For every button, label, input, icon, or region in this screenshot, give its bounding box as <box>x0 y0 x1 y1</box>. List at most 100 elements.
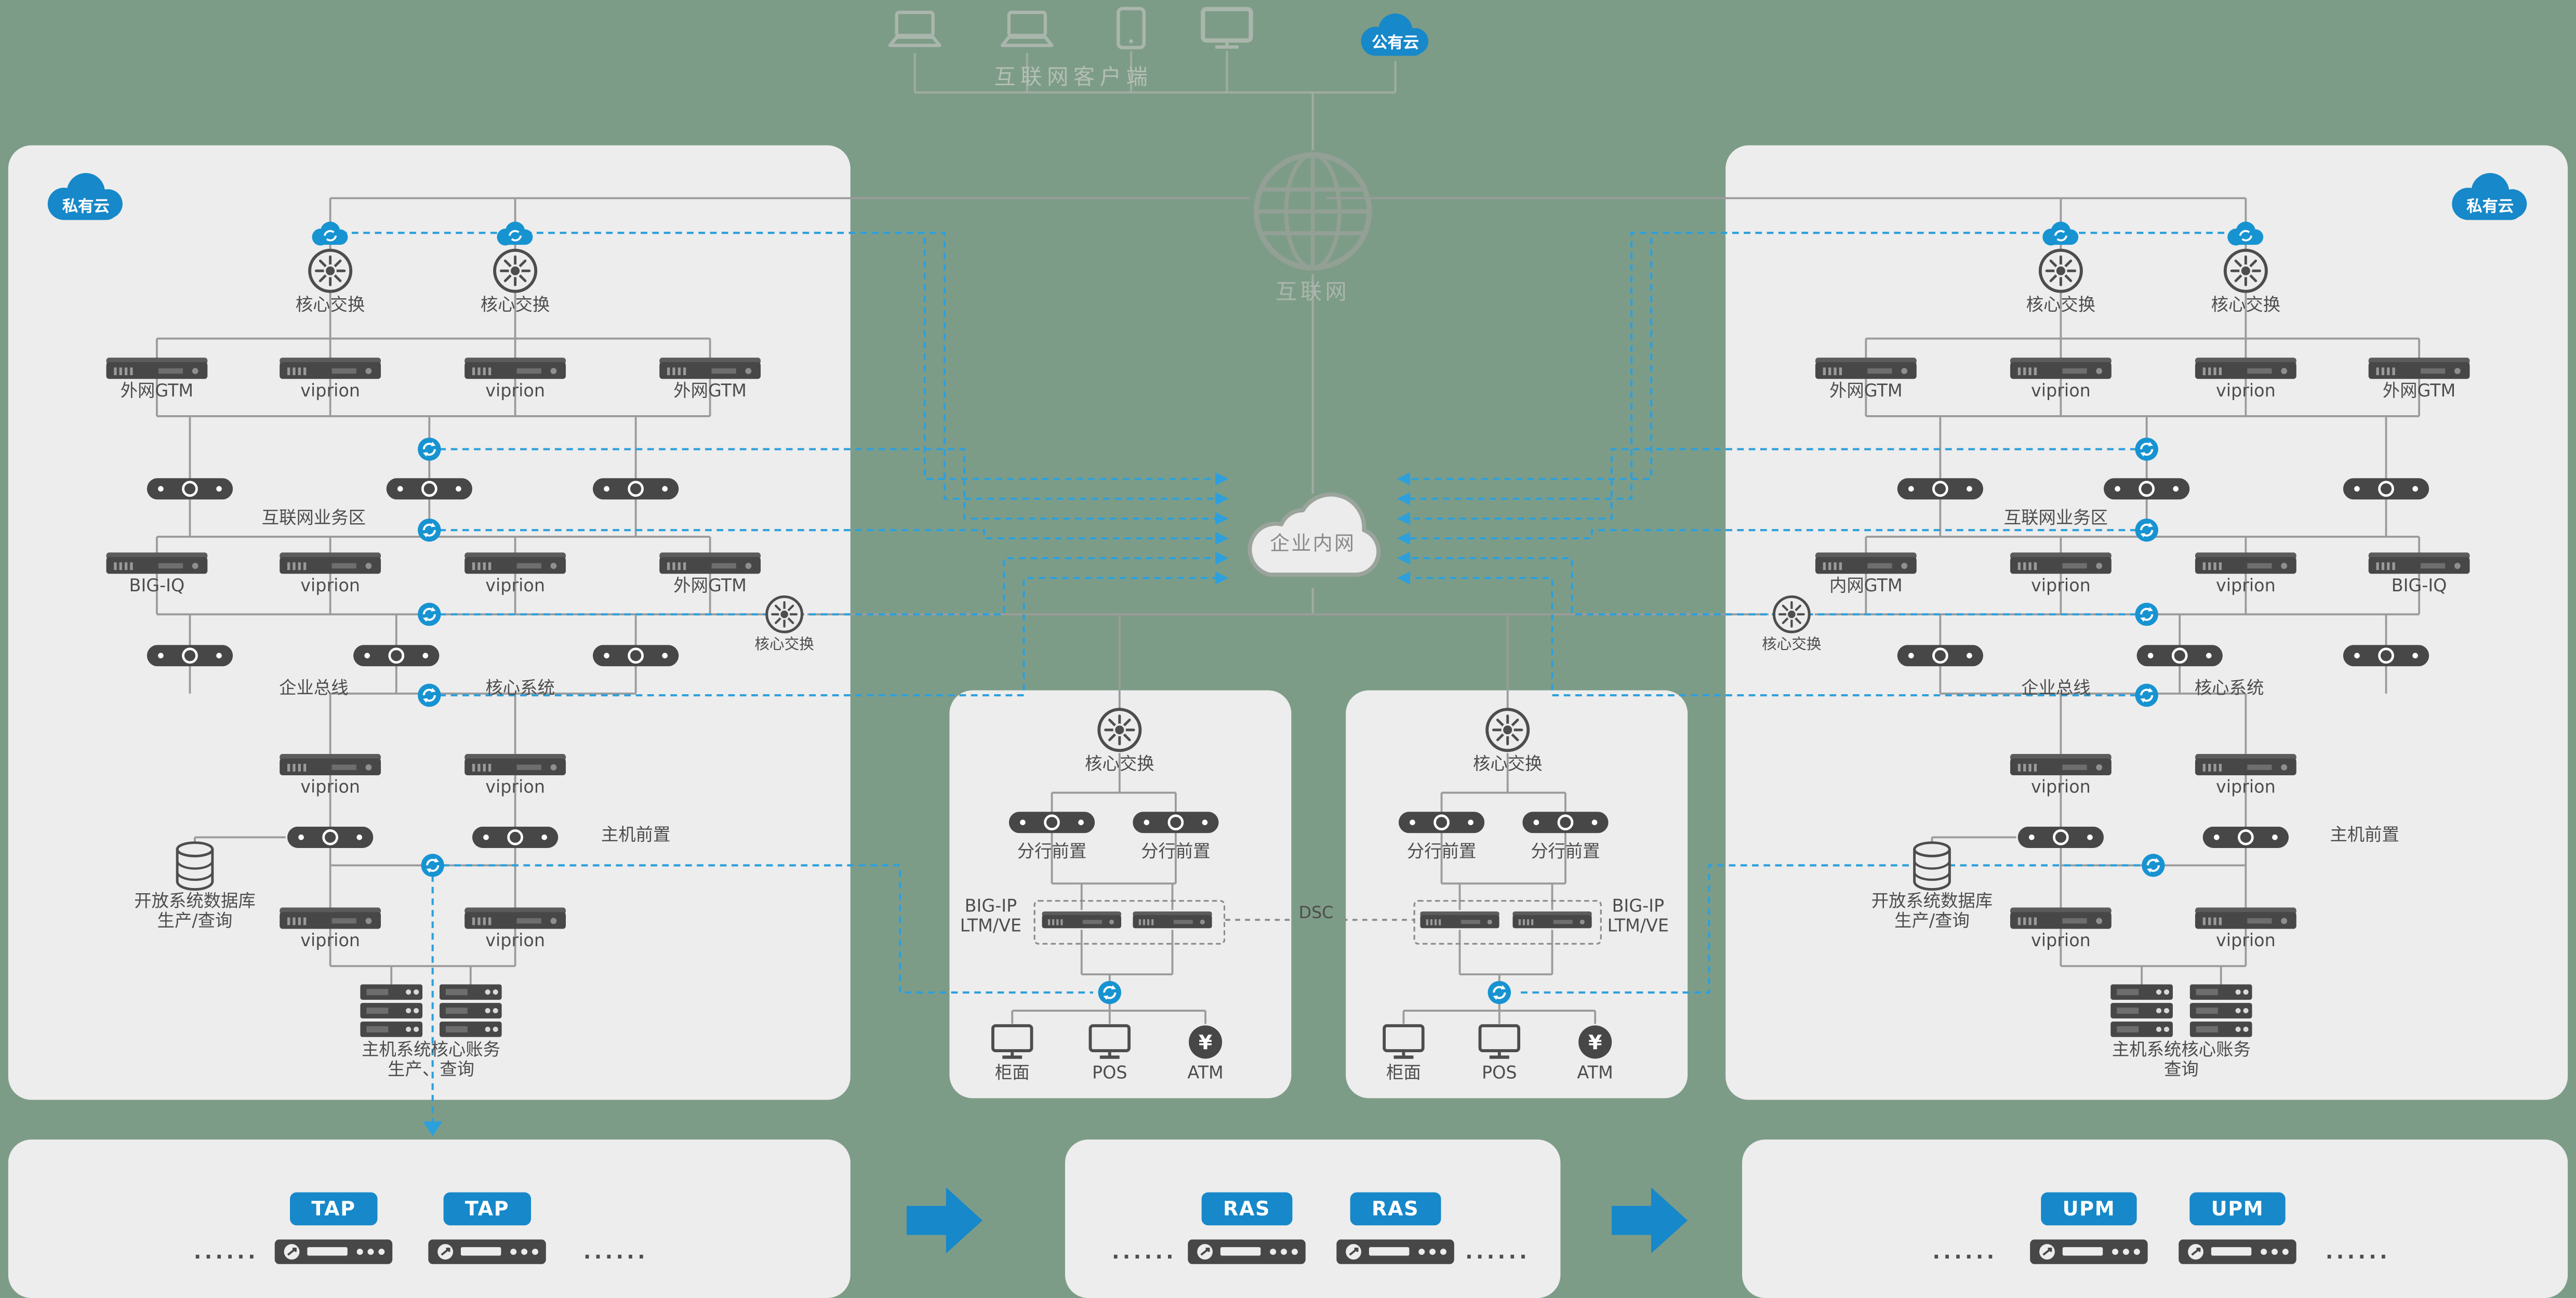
core-switch-label: 核心交换 <box>1762 637 1822 654</box>
server-icon <box>1811 357 1920 379</box>
upm-panel <box>1742 1139 2568 1298</box>
sync-icon <box>417 683 442 708</box>
host-front-label: 主机前置 <box>2330 826 2399 846</box>
monitoring-server-icon <box>1186 1239 1308 1264</box>
server-icon <box>2007 552 2116 574</box>
load-balancer-icon <box>352 645 441 666</box>
cloud-sync-icon <box>494 219 537 247</box>
cloud-sync-icon <box>2039 219 2082 247</box>
database-label: 开放系统数据库 <box>134 892 256 912</box>
device-label: viprion <box>2215 381 2276 402</box>
bigip-label: BIG-IP <box>1612 896 1665 917</box>
database-label: 开放系统数据库 <box>1871 892 1993 912</box>
laptop-icon <box>885 10 945 49</box>
server-icon <box>1512 911 1592 929</box>
ellipsis: ...... <box>1465 1240 1531 1264</box>
load-balancer-icon <box>1009 812 1095 833</box>
terminal-label: ATM <box>1187 1063 1224 1083</box>
pos-terminal-icon <box>1478 1024 1521 1060</box>
bigip-label: BIG-IP <box>964 896 1017 917</box>
server-icon <box>461 552 570 574</box>
public-cloud-label: 公有云 <box>1372 34 1419 53</box>
bigip-label: LTM/VE <box>960 916 1022 937</box>
database-label: 生产/查询 <box>157 911 233 932</box>
rack-icon <box>360 984 423 1037</box>
sync-icon <box>2134 518 2159 542</box>
ellipsis: ...... <box>193 1240 259 1264</box>
device-label: viprion <box>2215 777 2276 798</box>
core-switch-icon <box>2038 248 2084 294</box>
database-label: 生产/查询 <box>1894 911 1970 932</box>
ellipsis: ...... <box>1111 1240 1177 1264</box>
load-balancer-icon <box>286 827 375 848</box>
monitoring-server-icon <box>426 1239 548 1264</box>
server-icon <box>2007 357 2116 379</box>
ras-badge: RAS <box>1201 1192 1292 1226</box>
device-label: viprion <box>485 576 545 597</box>
load-balancer-icon <box>2201 827 2291 848</box>
load-balancer-icon <box>591 478 681 499</box>
internet-globe-icon <box>1250 149 1376 274</box>
server-icon <box>1133 911 1212 929</box>
server-icon <box>2191 357 2300 379</box>
server-icon <box>2007 907 2116 929</box>
device-label: 外网GTM <box>673 576 747 597</box>
core-switch-label: 核心交换 <box>1085 754 1154 775</box>
device-label: viprion <box>485 931 545 951</box>
load-balancer-icon <box>591 645 681 666</box>
monitoring-server-icon <box>2028 1239 2150 1264</box>
device-label: viprion <box>485 381 545 402</box>
branch-front-label: 分行前置 <box>1141 842 1211 863</box>
desktop-icon <box>1201 7 1254 50</box>
sync-icon <box>1097 980 1122 1005</box>
core-switch-icon <box>1484 707 1531 753</box>
sync-icon <box>417 602 442 627</box>
server-icon <box>276 552 385 574</box>
bigip-cluster-box <box>1413 900 1602 945</box>
device-label: viprion <box>2215 576 2276 597</box>
rack-icon <box>2110 984 2173 1037</box>
private-cloud-label: 私有云 <box>2466 198 2514 217</box>
database-icon <box>174 840 217 891</box>
server-icon <box>2365 357 2474 379</box>
load-balancer-icon <box>145 645 235 666</box>
sync-icon <box>2134 683 2159 708</box>
server-icon <box>102 552 211 574</box>
branch-front-label: 分行前置 <box>1017 842 1087 863</box>
laptop-icon <box>998 10 1057 49</box>
server-icon <box>2191 552 2300 574</box>
zone-label: 互联网业务区 <box>261 508 366 529</box>
device-label: viprion <box>300 576 361 597</box>
server-icon <box>461 907 570 929</box>
server-icon <box>656 357 765 379</box>
load-balancer-icon <box>2016 827 2106 848</box>
core-switch-label: 核心交换 <box>2026 295 2096 316</box>
load-balancer-icon <box>145 478 235 499</box>
load-balancer-icon <box>471 827 560 848</box>
core-switch-icon <box>1772 594 1811 634</box>
pos-terminal-icon <box>1088 1024 1131 1060</box>
load-balancer-icon <box>385 478 474 499</box>
terminal-label: ATM <box>1577 1063 1613 1083</box>
tablet-icon <box>1116 7 1146 50</box>
core-switch-label: 核心交换 <box>295 295 365 316</box>
load-balancer-icon <box>2342 478 2431 499</box>
device-label: viprion <box>300 381 361 402</box>
upm-badge: UPM <box>2189 1192 2286 1226</box>
terminal-label: POS <box>1482 1063 1517 1083</box>
load-balancer-icon <box>2342 645 2431 666</box>
sync-icon <box>2134 602 2159 627</box>
server-icon <box>1420 911 1499 929</box>
bus-label: 企业总线 <box>279 679 349 699</box>
monitoring-server-icon <box>1334 1239 1456 1264</box>
server-icon <box>102 357 211 379</box>
server-icon <box>2365 552 2474 574</box>
server-icon <box>2007 754 2116 775</box>
counter-terminal-icon <box>1382 1024 1425 1060</box>
rack-label: 生产、查询 <box>388 1060 474 1080</box>
zone-label: 互联网业务区 <box>2003 508 2108 529</box>
sync-icon <box>420 853 445 878</box>
core-system-label: 核心系统 <box>485 679 555 699</box>
